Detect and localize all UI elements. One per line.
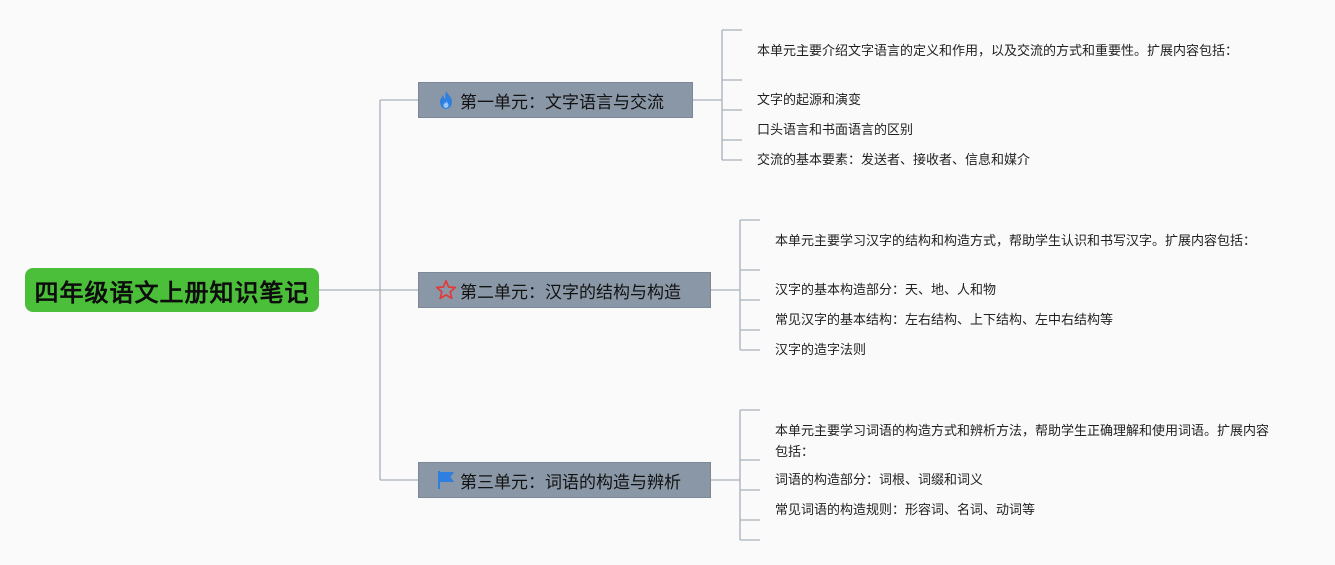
list-item: 交流的基本要素：发送者、接收者、信息和媒介 <box>757 153 1031 168</box>
list-item: 词语的构造部分：词根、词缀和词义 <box>775 473 984 488</box>
branch-label: 第三单元：词语的构造与辨析 <box>460 472 681 493</box>
fire-icon <box>435 89 457 111</box>
list-item: 本单元主要介绍文字语言的定义和作用，以及交流的方式和重要性。扩展内容包括： <box>757 44 1239 59</box>
list-item: 汉字的基本构造部分：天、地、人和物 <box>775 283 997 298</box>
branch-unit-3[interactable]: 第三单元：词语的构造与辨析 <box>418 462 711 498</box>
branch-unit-1[interactable]: 第一单元：文字语言与交流 <box>418 82 693 118</box>
branch-label: 第二单元：汉字的结构与构造 <box>460 282 681 303</box>
list-item: 常见词语的构造规则：形容词、名词、动词等 <box>775 503 1036 518</box>
branch-unit-2[interactable]: 第二单元：汉字的结构与构造 <box>418 272 711 308</box>
list-item: 口头语言和书面语言的区别 <box>757 123 914 138</box>
flag-icon <box>435 469 457 491</box>
star-icon <box>435 279 457 301</box>
list-item: 本单元主要学习词语的构造方式和辨析方法，帮助学生正确理解和使用词语。扩展内容包括… <box>775 424 1270 460</box>
list-item: 本单元主要学习汉字的结构和构造方式，帮助学生认识和书写汉字。扩展内容包括： <box>775 234 1257 249</box>
branch-label: 第一单元：文字语言与交流 <box>460 92 664 113</box>
root-topic[interactable]: 四年级语文上册知识笔记 <box>25 268 319 312</box>
list-item: 汉字的造字法则 <box>775 343 867 358</box>
list-item: 文字的起源和演变 <box>757 93 862 108</box>
list-item: 常见汉字的基本结构：左右结构、上下结构、左中右结构等 <box>775 313 1114 328</box>
